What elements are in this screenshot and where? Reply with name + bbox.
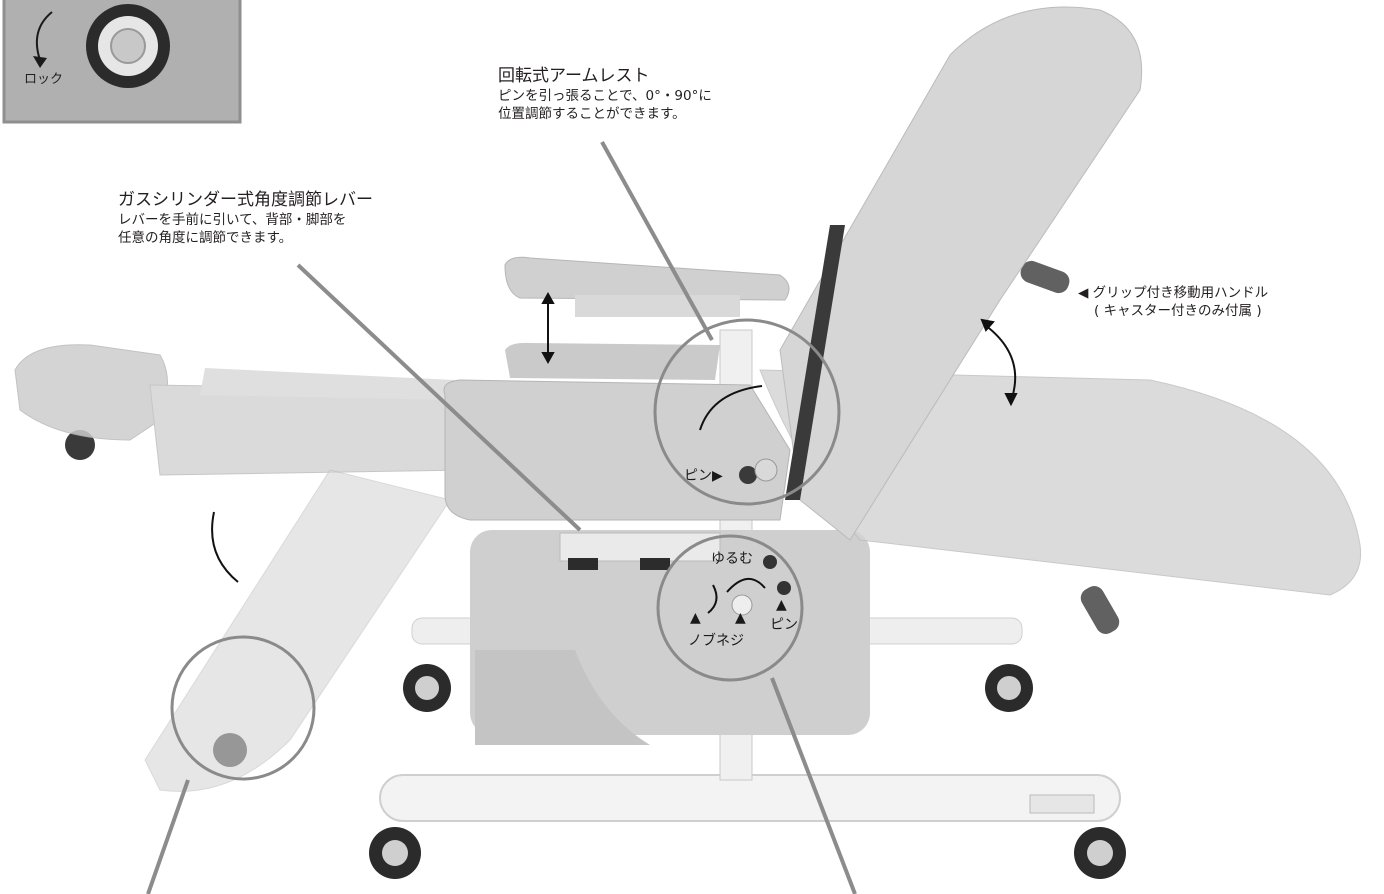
lock-label: ロック	[24, 72, 64, 87]
gas-lever-title: ガスシリンダー式角度調節レバー	[118, 190, 373, 210]
triangle-marker-3: ▲	[776, 597, 787, 613]
pin-arrow-label: ピン▶	[684, 468, 723, 484]
gas-lever-desc-line1: レバーを手前に引いて、背部・脚部を	[118, 212, 347, 228]
handle-line2: ( キャスター付きのみ付属 )	[1094, 303, 1262, 319]
backrest-upright	[779, 6, 1143, 541]
armrest-title: 回転式アームレスト	[498, 66, 650, 86]
triangle-marker-2: ▲	[735, 610, 746, 626]
caster-lock-inset	[2, 0, 242, 124]
armrest-desc-line2: 位置調節することができます。	[498, 106, 686, 122]
armrest-desc-line1: ピンを引っ張ることで、0°・90°に	[498, 88, 712, 104]
pointer-lines	[146, 141, 857, 894]
loosen-label: ゆるむ	[711, 551, 753, 567]
pin-label: ピン	[770, 617, 798, 633]
base-frame	[379, 329, 1121, 822]
triangle-marker-1: ▲	[690, 610, 701, 626]
motion-arrows	[211, 291, 1018, 614]
pin-parts	[731, 458, 791, 616]
detail-circles	[170, 318, 841, 781]
leg-rest-raised	[14, 344, 471, 476]
gas-lever-desc-line2: 任意の角度に調節できます。	[118, 230, 293, 246]
leg-rest-lowered	[144, 469, 451, 792]
knob-screw-label: ノブネジ	[688, 633, 744, 649]
handle-line1: ◀ グリップ付き移動用ハンドル	[1078, 285, 1269, 301]
